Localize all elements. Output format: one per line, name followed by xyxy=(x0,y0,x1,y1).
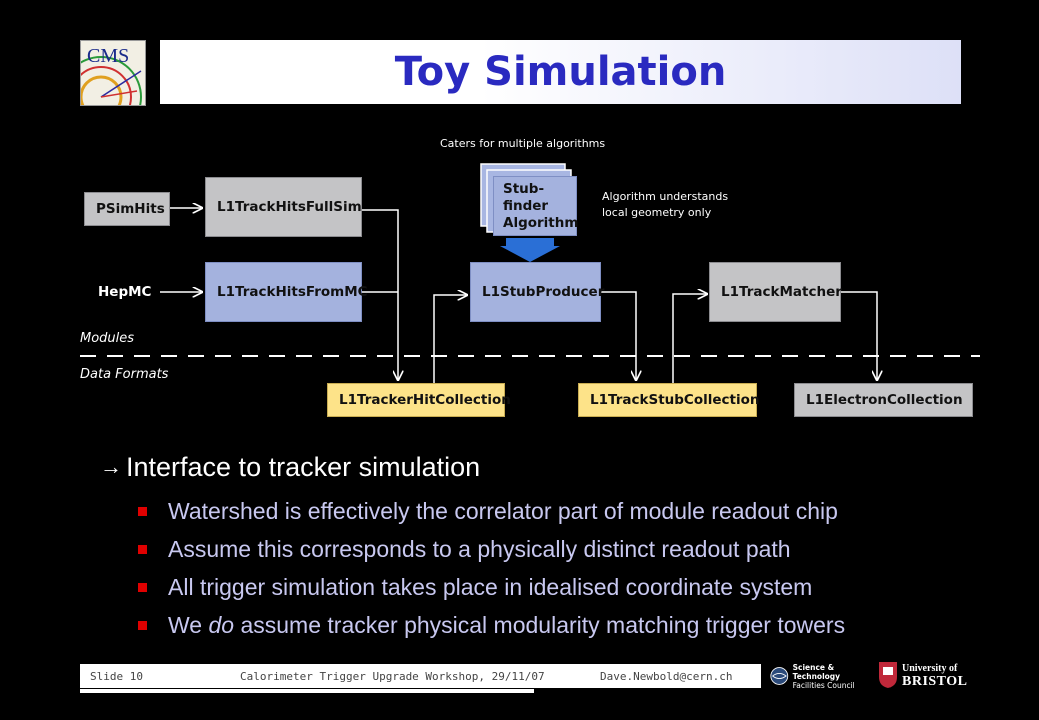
bullet-text-part: assume tracker physical modularity match… xyxy=(234,611,846,638)
stub-finder-label: Stub-finder Algorithm xyxy=(503,180,579,231)
bullet-text-emphasis: do xyxy=(208,611,235,638)
track-stub-collection-box: L1TrackStubCollection xyxy=(578,383,759,417)
hepmc-label: HepMC xyxy=(98,284,152,300)
bullet-item: All trigger simulation takes place in id… xyxy=(100,568,1000,606)
bristol-logo: University of BRISTOL xyxy=(878,658,970,692)
bristol-line-2: BRISTOL xyxy=(902,674,968,689)
bullet-text-part: We xyxy=(168,611,209,638)
page-title: Toy Simulation xyxy=(394,49,727,95)
frommc-box: L1TrackHitsFromMC xyxy=(205,262,368,322)
arrow-fullsim-collection xyxy=(362,209,398,380)
tracker-hit-collection-box: L1TrackerHitCollection xyxy=(327,383,511,417)
stfc-line-2: Facilities Council xyxy=(792,680,855,690)
red-square-icon xyxy=(138,544,147,554)
bullet-item: We do assume tracker physical modularity… xyxy=(100,606,1000,644)
arrow-matcher-electron xyxy=(841,291,877,380)
title-bar xyxy=(160,40,961,104)
stub-finder-box: Stub-finder Algorithm xyxy=(493,176,579,236)
fullsim-box: L1TrackHitsFullSim xyxy=(205,177,362,237)
footer-rule xyxy=(80,689,534,693)
stfc-logo: Science & Technology Facilities Council xyxy=(770,662,870,690)
bullet-item-text: All trigger simulation takes place in id… xyxy=(168,573,813,600)
bullet-item: Assume this corresponds to a physically … xyxy=(100,530,1000,568)
arrow-stubs-trackmatcher xyxy=(672,294,707,383)
arrow-hits-stubproducer xyxy=(433,295,467,383)
slide-number: Slide 10 xyxy=(90,669,143,683)
bristol-line-1: University of xyxy=(902,663,958,674)
bullet-item-text: We do assume tracker physical modularity… xyxy=(168,612,845,639)
bullet-list: → Interface to tracker simulation Waters… xyxy=(100,450,1000,644)
trackmatcher-box: L1TrackMatcher xyxy=(709,262,842,322)
footer-email[interactable]: Dave.Newbold@cern.ch xyxy=(600,669,733,683)
cms-logo: CMS xyxy=(80,40,146,106)
data-formats-label: Data Formats xyxy=(80,367,169,382)
stfc-line-1: Science & Technology xyxy=(792,662,841,681)
bullet-item-text: Assume this corresponds to a physically … xyxy=(168,535,791,562)
cms-logo-text: CMS xyxy=(87,45,130,67)
electron-collection-box: L1ElectronCollection xyxy=(794,383,973,417)
arrow-stubproducer-collection xyxy=(601,291,636,380)
right-arrow-icon: → xyxy=(100,454,122,479)
bristol-crest-icon xyxy=(879,662,897,688)
stubproducer-box: L1StubProducer xyxy=(470,262,604,322)
stub-finder-note: Algorithm understands local geometry onl… xyxy=(602,190,729,219)
red-square-icon xyxy=(138,582,147,592)
red-square-icon xyxy=(138,506,147,516)
bullet-main-text: Interface to tracker simulation xyxy=(126,451,481,482)
stfc-globe-icon xyxy=(770,667,789,685)
psimhits-box: PSimHits xyxy=(84,192,170,226)
bullet-main: → Interface to tracker simulation xyxy=(100,450,1000,484)
bullet-item: Watershed is effectively the correlator … xyxy=(100,492,1000,530)
caption-multiple-algorithms: Caters for multiple algorithms xyxy=(440,137,606,150)
footer-event: Calorimeter Trigger Upgrade Workshop, 29… xyxy=(240,669,545,683)
bullet-item-text: Watershed is effectively the correlator … xyxy=(168,497,838,524)
cms-logo-graphic xyxy=(81,56,142,105)
modules-label: Modules xyxy=(80,331,135,346)
footer-bar: Slide 10 Calorimeter Trigger Upgrade Wor… xyxy=(80,664,761,688)
red-square-icon xyxy=(138,620,147,630)
